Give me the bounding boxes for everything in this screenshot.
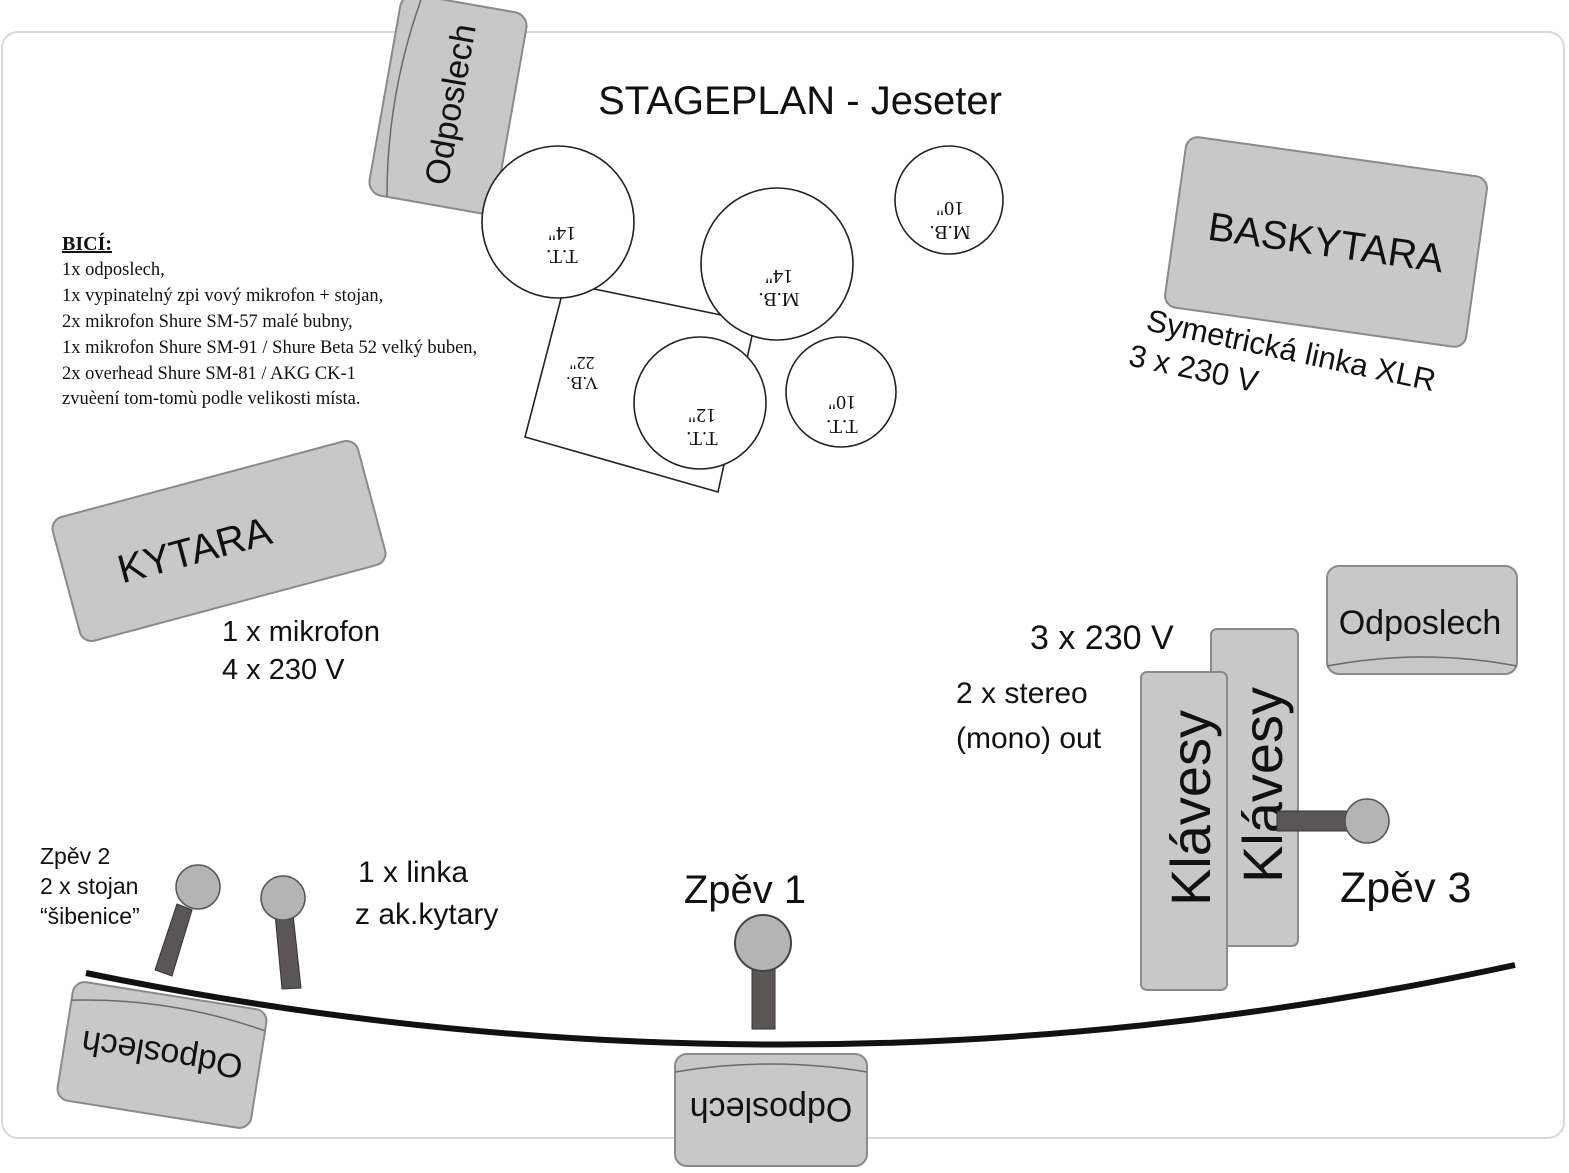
floor-tom-14-label: M.B.: [758, 288, 799, 310]
drums-line: 2x mikrofon Shure SM-57 malé bubny,: [62, 312, 353, 332]
drum-monitor: Odposlech: [368, 0, 528, 215]
keyboards: 3 x 230 V 2 x stereo (mono) out Klávesy …: [956, 619, 1390, 991]
mic-handle: [1276, 810, 1348, 832]
drums-line: 1x vypinatelný zpi vový mikrofon + stoja…: [62, 286, 383, 306]
floor-tom-14: [700, 187, 854, 341]
keys-out-line: 2 x stereo: [956, 677, 1088, 710]
guitar-amp: KYTARA: [51, 439, 387, 643]
drums-line: 1x odposlech,: [62, 260, 165, 280]
vocal-1-mic: [734, 914, 792, 1030]
tom-tom-14-size: 14": [548, 222, 576, 244]
monitor-curve: [1326, 656, 1518, 667]
tom-tom-14-label: T.T.: [546, 245, 577, 267]
guitar-amp-box: [51, 439, 387, 643]
front-left-monitor: Odposlech: [56, 981, 268, 1129]
keyboard-back: Klávesy: [1210, 628, 1299, 947]
monitor-box: [368, 0, 528, 215]
bass-amp: BASKYTARA: [1164, 136, 1488, 348]
floor-tom-10-size: 10": [936, 197, 964, 219]
tom-tom-12-size: 12": [688, 404, 716, 426]
bass-drum-label: V.B.: [566, 373, 598, 393]
guitar-note-line: 4 x 230 V: [222, 654, 345, 686]
keyboard-front: Klávesy: [1140, 671, 1228, 991]
drums-line: 1x mikrofon Shure SM-91 / Shure Beta 52 …: [62, 338, 477, 358]
mic-head: [175, 864, 221, 910]
tom-tom-12-label: T.T.: [686, 427, 717, 449]
line-input-line: z ak.kytary: [355, 898, 498, 931]
tom-tom-10-label: T.T.: [826, 415, 857, 437]
drum-kit: V.B. 22" T.T. 14" M.B. 14" M.B. 10" T.T.…: [481, 145, 1004, 494]
monitor-curve: [386, 0, 424, 197]
keyboard-label: Klávesy: [1231, 687, 1294, 883]
keys-monitor: Odposlech: [1326, 565, 1518, 675]
bass-amp-box: [1164, 136, 1488, 348]
monitor-label: Odposlech: [1339, 604, 1502, 642]
vocal-2-line: Zpěv 2: [40, 843, 110, 869]
tom-tom-12: [633, 336, 767, 470]
tom-tom-10-size: 10": [828, 391, 856, 413]
vocal-1-label: Zpěv 1: [684, 868, 806, 912]
line-input-notes: 1 x linka z ak.kytary: [355, 856, 498, 931]
floor-tom-10: [894, 145, 1004, 255]
floor-tom-10-label: M.B.: [929, 221, 970, 243]
line-input-line: 1 x linka: [358, 856, 468, 889]
floor-tom-14-size: 14": [765, 265, 793, 287]
keyboard-box: [1140, 671, 1228, 991]
drums-heading: BICÍ:: [62, 232, 112, 255]
monitor-curve: [674, 1063, 868, 1073]
vocal-2-line: “šibenice”: [40, 903, 140, 929]
vocal-3-label: Zpěv 3: [1340, 864, 1471, 912]
front-center-monitor: Odposlech: [674, 1053, 868, 1167]
keys-out-line: (mono) out: [956, 722, 1102, 755]
monitor-label: Odposlech: [690, 1090, 853, 1128]
drums-notes: BICÍ: 1x odposlech, 1x vypinatelný zpi v…: [62, 232, 477, 409]
keyboard-label: Klávesy: [1159, 710, 1222, 906]
monitor-box: [56, 981, 268, 1129]
monitor-box: [674, 1053, 868, 1167]
tom-tom-14: [481, 145, 635, 299]
mic-head: [734, 914, 792, 972]
guitar-notes: 1 x mikrofon 4 x 230 V: [222, 616, 380, 686]
guitar-note-line: 1 x mikrofon: [222, 616, 380, 648]
page-title: STAGEPLAN - Jeseter: [598, 79, 1002, 123]
tom-tom-10: [785, 336, 897, 448]
drums-line: 2x overhead Shure SM-81 / AKG CK-1: [62, 364, 356, 384]
monitor-box: [1326, 565, 1518, 675]
mic-handle: [751, 965, 776, 1030]
bass-drum-size: 22": [569, 353, 594, 373]
mic-handle: [274, 913, 302, 990]
vocal-2-line: 2 x stojan: [40, 873, 138, 899]
monitor-curve: [71, 999, 266, 1032]
mic-head: [1344, 798, 1390, 844]
keys-power: 3 x 230 V: [1030, 619, 1174, 657]
vocal-2-mics: [154, 864, 306, 990]
vocal-2-notes: Zpěv 2 2 x stojan “šibenice”: [40, 843, 140, 929]
drums-line: zvuèení tom-tomù podle velikosti místa.: [62, 389, 361, 409]
stage-edge: [85, 962, 1516, 1048]
mic-head: [260, 875, 306, 921]
mic-handle: [154, 903, 193, 977]
